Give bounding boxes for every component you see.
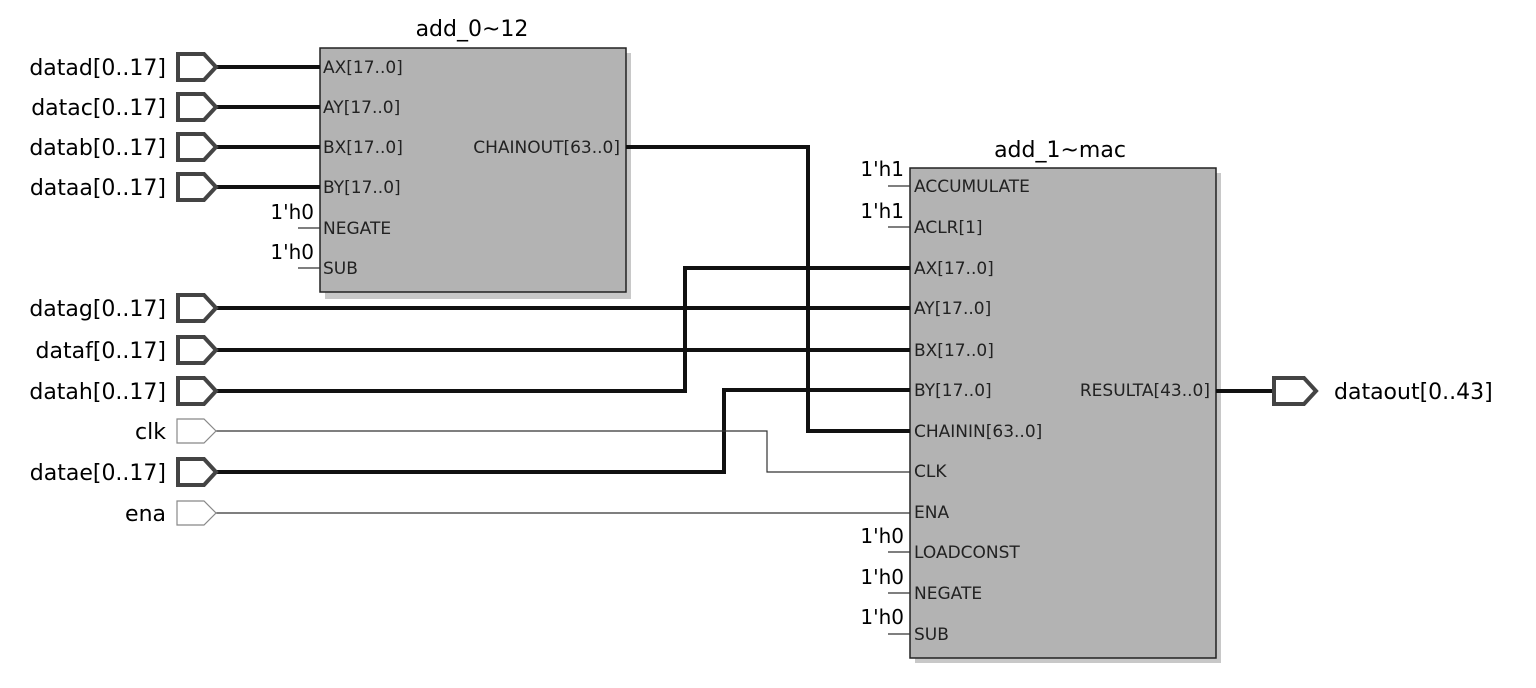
block-add1: add_1~mac ACCUMULATE ACLR[1] AX[17..0] A… (860, 138, 1221, 663)
add1-pin-sub: SUB (914, 625, 949, 645)
add1-pin-ay: AY[17..0] (914, 299, 991, 319)
add0-const-sub: 1'h0 (270, 240, 314, 264)
add1-pin-bx: BX[17..0] (914, 341, 994, 361)
net-datah[interactable] (216, 266, 910, 393)
block-add0: add_0~12 AX[17..0] AY[17..0] BX[17..0] B… (270, 17, 631, 299)
add0-pin-ay: AY[17..0] (323, 98, 400, 118)
add1-pin-accumulate: ACCUMULATE (914, 177, 1030, 197)
add1-const-sub: 1'h0 (860, 605, 904, 629)
port-label-dataf: dataf[0..17] (36, 339, 166, 364)
input-pin-datah[interactable] (176, 376, 219, 406)
add1-const-aclr: 1'h1 (860, 199, 904, 223)
add0-pin-by: BY[17..0] (323, 178, 401, 198)
net-clk[interactable] (216, 430, 910, 473)
input-pin-datac[interactable] (176, 92, 219, 122)
port-label-datab: datab[0..17] (29, 136, 166, 161)
add0-box[interactable] (319, 47, 627, 293)
add0-pin-chainout: CHAINOUT[63..0] (473, 138, 620, 158)
add1-pin-ena: ENA (914, 503, 949, 523)
input-pin-datag[interactable] (176, 293, 219, 323)
input-pin-datae[interactable] (176, 457, 219, 487)
port-label-datae: datae[0..17] (30, 461, 166, 486)
add1-const-accumulate: 1'h1 (860, 157, 904, 181)
add0-pin-bx: BX[17..0] (323, 138, 403, 158)
input-pin-datad[interactable] (176, 52, 219, 82)
add1-box[interactable] (909, 167, 1217, 659)
port-label-clk: clk (135, 420, 166, 445)
net-chainout[interactable] (626, 145, 910, 433)
port-label-ena: ena (125, 502, 166, 527)
port-label-datag: datag[0..17] (29, 297, 166, 322)
add1-pin-ax: AX[17..0] (914, 259, 994, 279)
add1-pin-resulta: RESULTA[43..0] (1080, 381, 1210, 401)
port-label-dataa: dataa[0..17] (30, 176, 166, 201)
port-label-datac: datac[0..17] (31, 96, 166, 121)
add1-pin-chainin: CHAININ[63..0] (914, 422, 1042, 442)
input-pin-datab[interactable] (176, 132, 219, 162)
add0-pin-ax: AX[17..0] (323, 58, 403, 78)
add1-pin-by: BY[17..0] (914, 381, 992, 401)
add1-title: add_1~mac (994, 138, 1126, 163)
add1-pin-clk: CLK (914, 462, 947, 482)
add1-const-negate: 1'h0 (860, 565, 904, 589)
add0-pin-sub: SUB (323, 259, 358, 279)
add0-pin-negate: NEGATE (323, 219, 391, 239)
port-label-dataout: dataout[0..43] (1334, 380, 1493, 405)
add1-pin-negate: NEGATE (914, 584, 982, 604)
add0-title: add_0~12 (416, 17, 529, 42)
add1-pin-aclr: ACLR[1] (914, 218, 983, 238)
output-ports: dataout[0..43] (1272, 376, 1493, 406)
add0-const-negate: 1'h0 (270, 200, 314, 224)
nets (216, 65, 1274, 514)
input-pin-clk[interactable] (176, 418, 217, 444)
input-pin-dataa[interactable] (176, 172, 219, 202)
add1-pin-loadconst: LOADCONST (914, 543, 1020, 563)
input-pin-dataf[interactable] (176, 335, 219, 365)
output-pin-dataout[interactable] (1272, 376, 1319, 406)
input-pin-ena[interactable] (176, 500, 217, 526)
add1-const-loadconst: 1'h0 (860, 524, 904, 548)
port-label-datah: datah[0..17] (29, 380, 166, 405)
input-ports: datad[0..17] datac[0..17] datab[0..17] d… (29, 52, 219, 527)
port-label-datad: datad[0..17] (29, 56, 166, 81)
